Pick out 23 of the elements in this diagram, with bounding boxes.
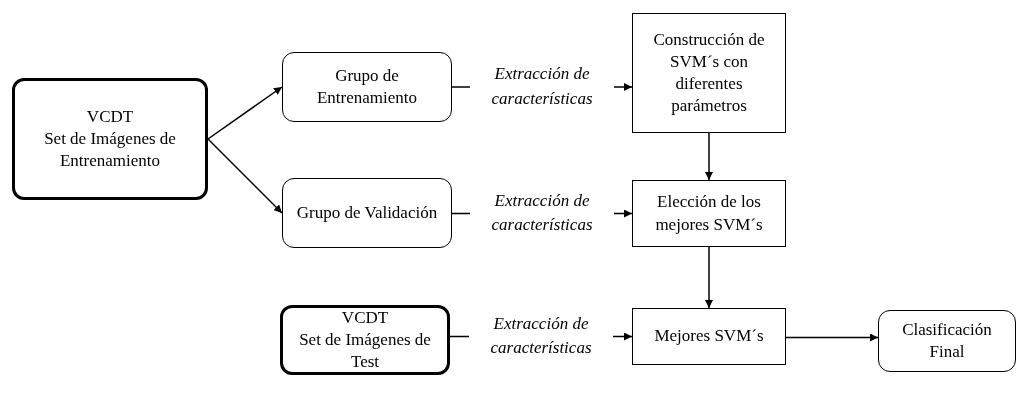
node-text: Set de Imágenes de Entrenamiento [43,127,177,173]
rounded-process-box [12,78,208,200]
process-box [632,180,786,247]
node-text: Set de Imágenes de Test [298,328,432,374]
node-text: Clasificación Final [901,318,993,363]
node-title: VCDT [86,105,134,128]
node-text: Mejores SVM´s [654,325,764,348]
rounded-process-box [282,178,452,248]
node-text: Grupo de Entrenamiento [315,64,419,109]
rounded-process-box [282,52,452,122]
rounded-process-box [878,310,1016,372]
arrow [705,132,713,181]
process-box [632,308,786,365]
rounded-process-box [280,305,450,375]
arrow [785,333,879,342]
node-text: Elección de los mejores SVM´s [654,191,764,236]
process-box [632,13,786,133]
node-text: Construcción de SVM´s con diferentes parámetros [652,28,766,118]
arrow [705,246,713,309]
node-title: VCDT [341,306,389,329]
node-text: Grupo de Validación [296,201,438,224]
arrow [207,86,283,140]
arrow [207,138,283,214]
